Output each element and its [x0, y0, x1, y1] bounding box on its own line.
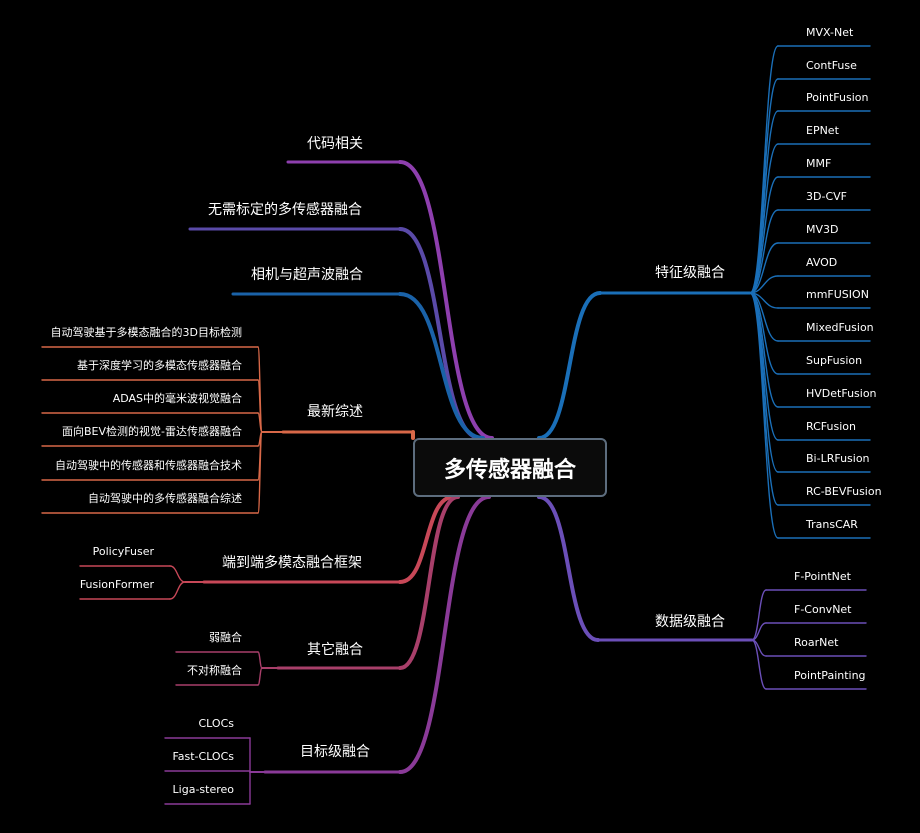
branch-label-feature[interactable]: 特征级融合 — [655, 265, 725, 281]
child-label-data-2[interactable]: RoarNet — [794, 636, 839, 649]
child-label-feature-5[interactable]: 3D-CVF — [806, 190, 847, 203]
child-label-feature-9[interactable]: MixedFusion — [806, 321, 874, 334]
branch-label-review[interactable]: 最新综述 — [307, 404, 363, 420]
child-label-feature-7[interactable]: AVOD — [806, 256, 837, 269]
child-curve-other-1 — [257, 667, 263, 686]
child-label-other-1[interactable]: 不对称融合 — [187, 663, 242, 677]
child-curve-feature-6 — [749, 242, 779, 294]
child-label-data-0[interactable]: F-PointNet — [794, 570, 852, 583]
branch-label-calib[interactable]: 无需标定的多传感器融合 — [208, 201, 362, 218]
child-label-feature-0[interactable]: MVX-Net — [806, 26, 854, 39]
child-curve-data-1 — [751, 622, 767, 641]
child-label-feature-1[interactable]: ContFuse — [806, 59, 857, 72]
child-curve-data-0 — [751, 589, 767, 641]
child-curve-e2e-1 — [169, 581, 186, 600]
child-label-target-2[interactable]: Liga-stereo — [173, 783, 235, 796]
branch-curve-target — [398, 495, 491, 774]
child-label-review-0[interactable]: 自动驾驶基于多模态融合的3D目标检测 — [51, 325, 242, 339]
child-label-feature-2[interactable]: PointFusion — [806, 91, 869, 104]
child-label-data-1[interactable]: F-ConvNet — [794, 603, 852, 616]
child-label-feature-11[interactable]: HVDetFusion — [806, 387, 877, 400]
branch-label-code[interactable]: 代码相关 — [307, 136, 363, 152]
child-curve-e2e-0 — [169, 565, 186, 583]
child-curve-feature-7 — [749, 275, 779, 294]
branch-curve-code — [398, 160, 494, 440]
child-curve-feature-4 — [749, 176, 779, 294]
child-curve-feature-1 — [749, 78, 779, 294]
child-label-feature-10[interactable]: SupFusion — [806, 354, 862, 367]
child-label-feature-4[interactable]: MMF — [806, 157, 831, 170]
child-label-feature-3[interactable]: EPNet — [806, 124, 840, 137]
branch-curve-other — [398, 495, 460, 670]
branch-label-e2e[interactable]: 端到端多模态融合框架 — [222, 554, 362, 571]
child-label-feature-12[interactable]: RCFusion — [806, 420, 856, 433]
branch-curve-e2e — [398, 495, 455, 584]
child-label-feature-13[interactable]: Bi-LRFusion — [806, 452, 870, 465]
branch-curve-data — [537, 495, 600, 642]
child-curve-feature-3 — [749, 143, 779, 294]
child-label-target-1[interactable]: Fast-CLOCs — [172, 750, 234, 763]
child-curve-feature-5 — [749, 209, 779, 294]
branch-label-camera[interactable]: 相机与超声波融合 — [251, 267, 363, 283]
child-label-review-4[interactable]: 自动驾驶中的传感器和传感器融合技术 — [55, 458, 242, 472]
child-label-review-5[interactable]: 自动驾驶中的多传感器融合综述 — [88, 491, 242, 505]
child-label-feature-15[interactable]: TransCAR — [805, 518, 858, 531]
root-node-label: 多传感器融合 — [443, 457, 576, 483]
child-label-feature-8[interactable]: mmFUSION — [806, 288, 869, 301]
branch-label-data[interactable]: 数据级融合 — [655, 614, 725, 630]
child-label-target-0[interactable]: CLOCs — [199, 717, 235, 730]
branch-curve-feature — [537, 291, 602, 440]
child-label-review-1[interactable]: 基于深度学习的多模态传感器融合 — [77, 358, 242, 372]
child-curve-feature-0 — [749, 45, 779, 294]
child-label-feature-6[interactable]: MV3D — [806, 223, 838, 236]
child-curve-review-5 — [257, 431, 263, 514]
branch-curve-camera — [398, 292, 485, 440]
root-node[interactable]: 多传感器融合 — [413, 438, 607, 497]
child-label-review-3[interactable]: 面向BEV检测的视觉-雷达传感器融合 — [62, 424, 242, 438]
child-label-other-0[interactable]: 弱融合 — [209, 630, 242, 644]
child-curve-data-3 — [751, 639, 767, 690]
child-curve-feature-13 — [749, 292, 779, 473]
branch-label-other[interactable]: 其它融合 — [307, 641, 363, 658]
child-curve-other-0 — [257, 651, 263, 669]
child-label-e2e-1[interactable]: FusionFormer — [80, 578, 155, 591]
child-curve-feature-14 — [749, 292, 779, 506]
child-curve-feature-15 — [749, 292, 779, 539]
child-label-data-3[interactable]: PointPainting — [794, 669, 866, 682]
branch-label-target[interactable]: 目标级融合 — [300, 744, 370, 760]
child-label-feature-14[interactable]: RC-BEVFusion — [806, 485, 882, 498]
child-label-review-2[interactable]: ADAS中的毫米波视觉融合 — [113, 391, 242, 405]
child-label-e2e-0[interactable]: PolicyFuser — [93, 545, 155, 558]
